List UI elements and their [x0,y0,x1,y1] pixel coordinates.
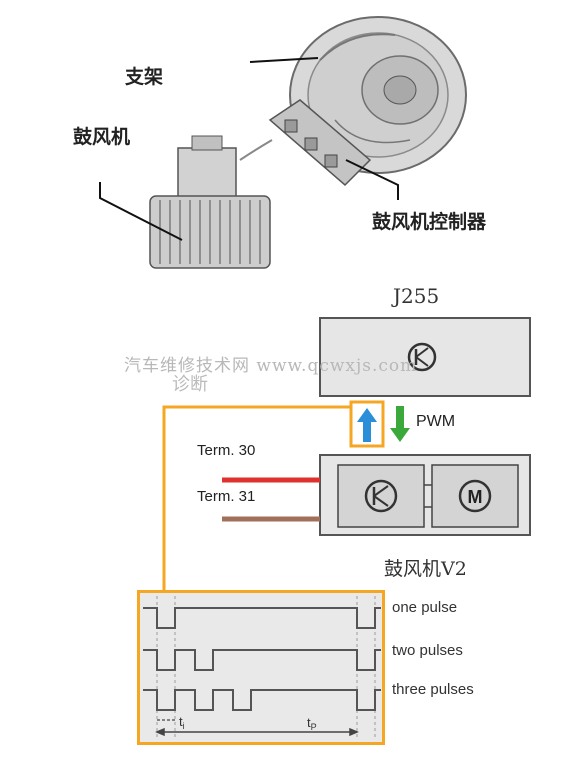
wave-label-two-pulses: two pulses [392,642,463,659]
waveform-panel [137,590,385,745]
j255-transistor-icon [407,342,437,372]
term30-label: Term. 30 [197,442,256,459]
ti-label: ti [179,714,185,731]
blower-controller-label: 鼓风机控制器 [372,211,487,233]
bracket-label: 支架 [125,66,164,88]
tp-label: tP [307,715,317,732]
controller-leader-line [345,159,399,200]
blower-transistor-icon [364,479,398,513]
wave-label-three-pulses: three pulses [392,681,474,698]
blower-label: 鼓风机 [73,126,131,148]
blower-assembly-illustration [99,16,467,269]
diagnostic-highlight-box [349,400,385,448]
module-id-label: J255 [393,284,440,308]
diagnostic-line [162,405,352,590]
motor-icon: M [458,479,492,513]
waveform-two-pulses [143,649,381,671]
blower-controller-part [268,99,372,187]
tp-arrow [155,727,359,737]
blower-v2-label: 鼓风机V2 [384,558,467,580]
blower-motor-part [149,135,271,269]
pwm-label: PWM [416,413,456,430]
bracket-leader-line [249,57,319,63]
connection-wire [239,139,273,161]
watermark-text: 汽车维修技术网 www.qcwxjs.com [124,356,418,376]
term31-label: Term. 31 [197,488,256,505]
waveform-plot: ti tP [143,596,381,740]
wave-label-one-pulse: one pulse [392,599,458,616]
blower-motor-module [431,464,519,528]
svg-text:M: M [468,487,483,507]
waveform-one-pulse [143,607,381,629]
j255-control-box [319,317,531,397]
blower-transistor-module [337,464,425,528]
waveform-three-pulses [143,689,381,711]
arrow-up-icon [357,408,377,442]
diagnosis-label: 诊断 [172,374,208,395]
blower-leader-line [99,182,183,241]
arrow-down-icon [390,406,410,442]
schematic-diagram: M [162,317,531,590]
